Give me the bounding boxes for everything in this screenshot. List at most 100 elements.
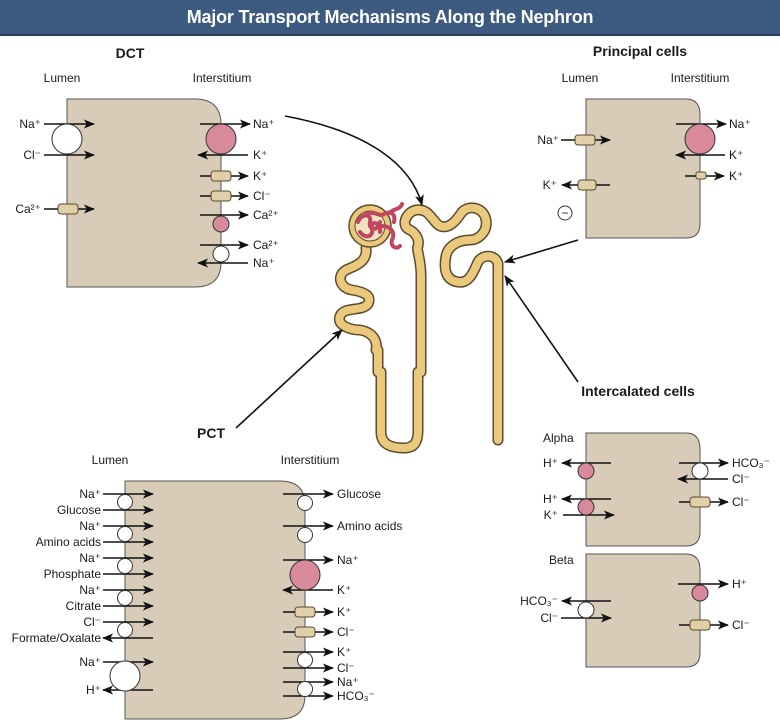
pct-ion-label: Na⁺	[79, 487, 101, 501]
alpha-ion-label: HCO₃⁻	[732, 456, 770, 470]
pct-ion-label: Amino acids	[337, 519, 402, 533]
dct-channel	[57, 203, 79, 215]
principal-panel: Principal cells Lumen Interstitium Na⁺ K…	[537, 43, 751, 239]
alpha-label: Alpha	[543, 431, 574, 445]
dct-na-k-pump	[205, 123, 237, 155]
pct-header: PCT	[197, 425, 225, 441]
principal-romk-channel	[577, 179, 597, 191]
pct-lumen-label: Lumen	[92, 453, 129, 467]
alpha-h-pump	[577, 462, 595, 480]
glomerulus	[356, 202, 404, 250]
dct-channel	[210, 170, 232, 182]
principal-enac-channel	[574, 134, 596, 146]
principal-cell	[585, 98, 701, 239]
dct-na-ca-exchanger	[212, 245, 230, 263]
alpha-ion-label: K⁺	[544, 508, 558, 522]
intercalated-panel: Intercalated cells Alpha H⁺ H⁺ K⁺ HCO₃⁻ …	[520, 383, 770, 668]
dct-channel	[210, 190, 232, 202]
alpha-ion-label: H⁺	[543, 456, 558, 470]
pct-ion-label: Na⁺	[79, 519, 101, 533]
pct-ion-label: K⁺	[337, 645, 351, 659]
dct-cell	[66, 98, 222, 288]
pct-ion-label: Na⁺	[79, 655, 101, 669]
beta-cell	[585, 553, 701, 668]
dct-ion-label: K⁺	[253, 169, 267, 183]
pct-na-k-pump	[289, 559, 321, 591]
pct-ion-label: Cl⁻	[83, 615, 101, 629]
alpha-h-k-pump	[577, 498, 595, 516]
principal-na-k-pump	[684, 123, 716, 155]
pct-ion-label: H⁺	[86, 683, 101, 697]
dct-interstitium-label: Interstitium	[193, 71, 252, 85]
dct-ion-label: Cl⁻	[253, 189, 271, 203]
dct-ion-label: Ca²⁺	[253, 238, 279, 252]
dct-ion-label: Na⁺	[253, 117, 275, 131]
pct-k-channel	[294, 606, 316, 618]
alpha-cell	[585, 432, 701, 547]
nephron-tubule	[333, 202, 504, 454]
alpha-ion-label: H⁺	[543, 492, 558, 506]
beta-h-pump	[691, 584, 709, 602]
pct-cl-channel	[294, 626, 316, 638]
dct-ion-label: Ca²⁺	[253, 208, 279, 222]
beta-ion-label: Cl⁻	[540, 611, 558, 625]
pct-ion-label: Cl⁻	[337, 661, 355, 675]
alpha-ion-label: Cl⁻	[732, 472, 750, 486]
pct-ion-label: Glucose	[57, 503, 101, 517]
negative-sign: −	[561, 206, 568, 220]
dct-lumen-label: Lumen	[44, 71, 81, 85]
pct-ion-label: Cl⁻	[337, 625, 355, 639]
pct-glucose-carrier	[297, 495, 313, 511]
pct-cotransporter	[117, 526, 133, 542]
alpha-hco3-cl-exchanger	[691, 462, 709, 480]
dct-ion-label: Cl⁻	[23, 148, 41, 162]
principal-ion-label: K⁺	[729, 169, 743, 183]
dct-ion-label: K⁺	[253, 148, 267, 162]
title-bar: Major Transport Mechanisms Along the Nep…	[0, 0, 780, 36]
principal-ion-label: Na⁺	[729, 117, 751, 131]
intercalated-header: Intercalated cells	[581, 383, 695, 399]
beta-ion-label: Cl⁻	[732, 618, 750, 632]
pct-ion-label: Phosphate	[44, 567, 102, 581]
pct-ion-label: Na⁺	[79, 551, 101, 565]
dct-header: DCT	[116, 45, 145, 61]
pct-interstitium-label: Interstitium	[281, 453, 340, 467]
pct-amino-acid-carrier	[297, 527, 313, 543]
beta-ion-label: HCO₃⁻	[520, 594, 558, 608]
pct-na-hco3-cotransporter	[297, 681, 313, 697]
alpha-ion-label: Cl⁻	[732, 495, 750, 509]
pct-ion-label: K⁺	[337, 605, 351, 619]
tubule-fill	[335, 203, 502, 452]
pct-ion-label: HCO₃⁻	[337, 689, 375, 703]
pct-ion-label: Citrate	[66, 599, 102, 613]
intercalated-pointer-arrow	[504, 275, 579, 383]
beta-ion-label: H⁺	[732, 577, 747, 591]
pct-ion-label: Glucose	[337, 487, 381, 501]
beta-hco3-cl-exchanger	[577, 601, 595, 619]
pct-panel: PCT Lumen Interstitium Na⁺GlucoseNa⁺Amin…	[12, 425, 402, 720]
pct-cotransporter	[117, 558, 133, 574]
principal-pointer-arrow	[503, 239, 579, 264]
pct-cotransporter	[117, 494, 133, 510]
principal-interstitium-label: Interstitium	[671, 71, 730, 85]
negative-charge-icon	[557, 205, 573, 221]
dct-panel: DCT Lumen Interstitium Na⁺ Cl⁻ Ca²⁺ Na⁺ …	[15, 45, 279, 288]
pct-ion-label: Amino acids	[36, 535, 101, 549]
dct-cotransporter	[51, 123, 83, 155]
principal-header: Principal cells	[593, 43, 687, 59]
pct-ion-label: Na⁺	[337, 675, 359, 689]
dct-ion-label: Ca²⁺	[15, 202, 41, 216]
diagram-title: Major Transport Mechanisms Along the Nep…	[186, 6, 594, 27]
beta-label: Beta	[549, 553, 574, 567]
principal-k-channel	[695, 171, 707, 180]
principal-lumen-label: Lumen	[562, 71, 599, 85]
principal-ion-label: Na⁺	[537, 133, 559, 147]
pct-na-h-exchanger	[109, 660, 141, 692]
pct-ion-label: Formate/Oxalate	[12, 631, 102, 645]
dct-ca-pump	[212, 215, 230, 233]
pct-cell	[124, 480, 306, 720]
nephron-diagram: DCT Lumen Interstitium Na⁺ Cl⁻ Ca²⁺ Na⁺ …	[12, 43, 770, 720]
dct-pointer-arrow	[284, 115, 424, 207]
